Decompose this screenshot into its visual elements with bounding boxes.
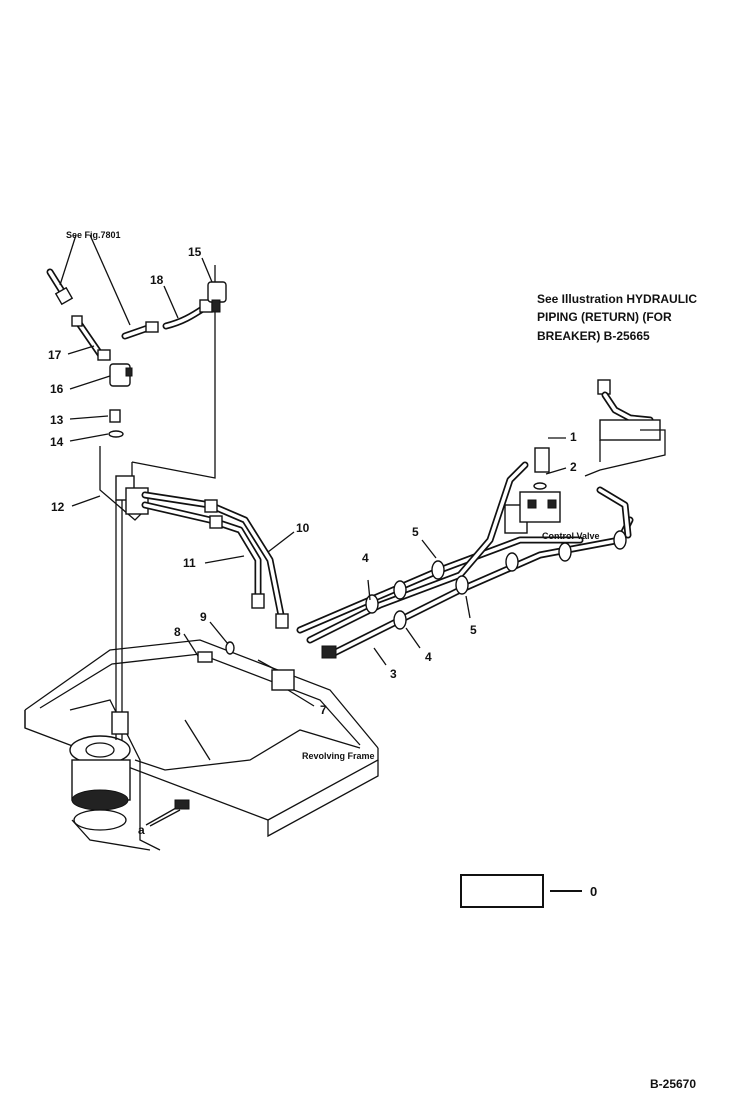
part-label-5b: 5 bbox=[470, 623, 477, 637]
control-valve-label: Control Valve bbox=[542, 531, 600, 541]
leader-lines bbox=[67, 257, 567, 826]
control-valve bbox=[504, 447, 561, 534]
part-label-2: 2 bbox=[570, 460, 577, 474]
part-label-16: 16 bbox=[50, 382, 64, 396]
part-label-1: 1 bbox=[570, 430, 577, 444]
part-label-9: 9 bbox=[200, 610, 207, 624]
revolving-frame-label: Revolving Frame bbox=[302, 751, 375, 761]
figure-id: B-25670 bbox=[650, 1077, 696, 1091]
part-label-17: 17 bbox=[48, 348, 62, 362]
callout-line-3: BREAKER) B-25665 bbox=[537, 329, 650, 343]
part-label-18: 18 bbox=[150, 273, 164, 287]
right-fittings bbox=[584, 379, 666, 477]
part-label-7: 7 bbox=[320, 703, 327, 717]
legend: 0 bbox=[460, 874, 597, 908]
part-label-4a: 4 bbox=[362, 551, 369, 565]
part-label-10: 10 bbox=[296, 521, 310, 535]
part-label-8: 8 bbox=[174, 625, 181, 639]
part-label-14: 14 bbox=[50, 435, 64, 449]
callout-line-1: See Illustration HYDRAULIC bbox=[537, 292, 697, 306]
main-hoses bbox=[296, 461, 634, 659]
revolving-frame bbox=[24, 639, 379, 851]
clamp-bolts bbox=[197, 641, 295, 691]
pipes-10-11 bbox=[141, 491, 289, 629]
callout-line-2: PIPING (RETURN) (FOR bbox=[537, 310, 672, 324]
part-label-4b: 4 bbox=[425, 650, 432, 664]
part-label-5a: 5 bbox=[412, 525, 419, 539]
legend-box bbox=[460, 874, 544, 908]
part-label-12: 12 bbox=[51, 500, 65, 514]
part-label-3: 3 bbox=[390, 667, 397, 681]
part-label-15: 15 bbox=[188, 245, 202, 259]
part-label-13: 13 bbox=[50, 413, 64, 427]
legend-value: 0 bbox=[590, 884, 597, 899]
top-fittings bbox=[46, 234, 227, 438]
point-a-label: a bbox=[138, 823, 145, 837]
part-label-11: 11 bbox=[183, 556, 196, 570]
see-fig-label: See Fig.7801 bbox=[66, 230, 121, 240]
part-numbers: 1 2 3 4 4 5 5 7 8 9 10 11 12 13 14 15 16… bbox=[48, 245, 577, 717]
